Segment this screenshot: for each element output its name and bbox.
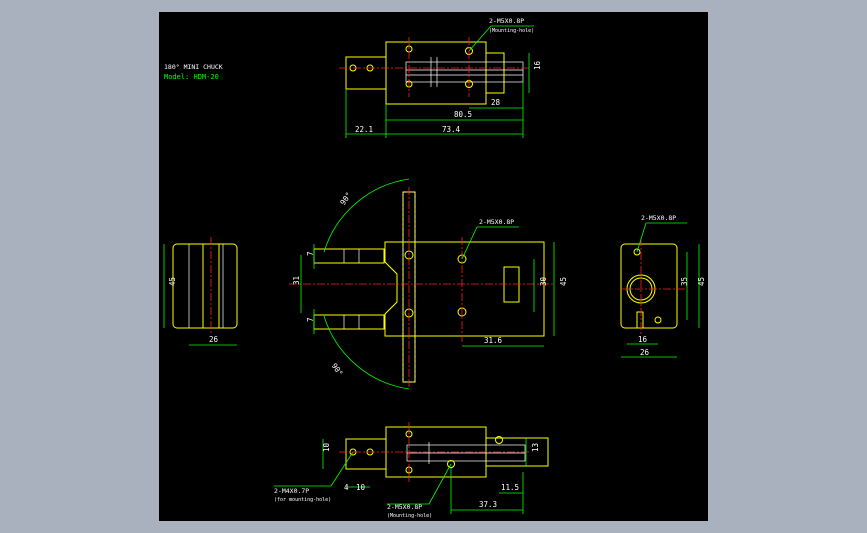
dim-left-26: 26 — [209, 335, 219, 344]
cad-drawing: 180° MINI CHUCK Model: HDM-20 16 28 80.5… — [163, 17, 706, 519]
dim-top-80-5: 80.5 — [454, 110, 472, 119]
bottom-view: 10 13 4 10 11.5 37.3 2-M4X0.7P (for moun… — [274, 422, 549, 519]
dim-bottom-4: 4 — [344, 483, 349, 492]
dim-bottom-10b: 10 — [356, 483, 366, 492]
dim-left-45: 45 — [168, 277, 177, 286]
dim-angle-bottom: 90° — [330, 361, 345, 377]
callout-top-holes-note: (Mounting-hole) — [489, 28, 534, 34]
top-view: 16 28 80.5 22.1 73.4 2-M5X0.8P (Mounting… — [339, 17, 542, 138]
dim-right-16: 16 — [638, 335, 648, 344]
right-view: 35 45 16 26 2-M5X0.8P — [620, 214, 706, 358]
dim-bottom-37-3: 37.3 — [479, 500, 497, 509]
callout-bottom-m4-note: (for mounting-hole) — [274, 497, 331, 503]
dim-bottom-10a: 10 — [322, 442, 331, 452]
dim-top-22-1: 22.1 — [355, 125, 373, 134]
dim-right-35: 35 — [680, 277, 689, 286]
dim-bottom-11-5: 11.5 — [501, 483, 519, 492]
dim-front-31-6: 31.6 — [484, 336, 503, 345]
callout-bottom-m5: 2-M5X0.8P — [387, 503, 422, 511]
dim-front-31: 31 — [292, 276, 301, 285]
callout-front-holes: 2-M5X0.8P — [479, 218, 514, 226]
dim-top-28: 28 — [491, 98, 501, 107]
dim-top-16: 16 — [533, 60, 542, 70]
dim-right-45: 45 — [697, 277, 706, 286]
callout-bottom-m5-note: (Mounting-hole) — [387, 513, 432, 519]
dim-top-73-4: 73.4 — [442, 125, 461, 134]
callout-top-holes: 2-M5X0.8P — [489, 17, 524, 25]
dim-bottom-13: 13 — [531, 443, 540, 452]
callout-side-holes: 2-M5X0.8P — [641, 214, 676, 222]
model-label: Model: HDM-20 — [164, 73, 219, 81]
front-view: 90° 90° 7 31 7 30 45 31.6 2-M5X0.8P — [289, 178, 568, 390]
dim-front-7a: 7 — [306, 251, 315, 256]
dim-right-26: 26 — [640, 348, 650, 357]
dim-front-45: 45 — [559, 277, 568, 286]
dim-front-7b: 7 — [306, 317, 315, 322]
callout-bottom-m4: 2-M4X0.7P — [274, 487, 309, 495]
dim-front-30: 30 — [539, 276, 548, 286]
drawing-title: 180° MINI CHUCK — [164, 63, 223, 71]
drawing-sheet: 180° MINI CHUCK Model: HDM-20 16 28 80.5… — [159, 12, 708, 521]
left-view: 45 26 — [163, 237, 238, 346]
dim-angle-top: 90° — [338, 190, 353, 206]
